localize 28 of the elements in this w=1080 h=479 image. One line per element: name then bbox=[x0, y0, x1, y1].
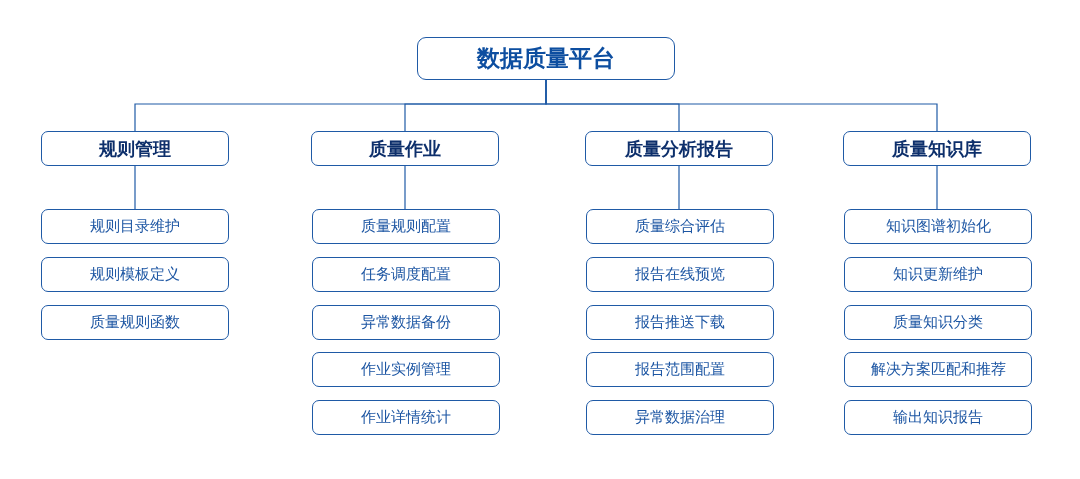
connector-line bbox=[404, 165, 406, 210]
item-box: 规则模板定义 bbox=[41, 257, 229, 292]
item-box: 报告范围配置 bbox=[586, 352, 774, 387]
item-box: 质量规则函数 bbox=[41, 305, 229, 340]
item-box: 知识图谱初始化 bbox=[844, 209, 1032, 244]
category-box: 质量分析报告 bbox=[585, 131, 773, 166]
connector-line bbox=[134, 165, 136, 210]
item-box: 质量综合评估 bbox=[586, 209, 774, 244]
item-box: 作业详情统计 bbox=[312, 400, 500, 435]
root-box: 数据质量平台 bbox=[417, 37, 675, 80]
category-box: 规则管理 bbox=[41, 131, 229, 166]
item-box: 异常数据治理 bbox=[586, 400, 774, 435]
item-box: 报告推送下载 bbox=[586, 305, 774, 340]
item-box: 解决方案匹配和推荐 bbox=[844, 352, 1032, 387]
item-box: 质量知识分类 bbox=[844, 305, 1032, 340]
connector-line bbox=[936, 165, 938, 210]
connector-line bbox=[678, 165, 680, 210]
category-box: 质量知识库 bbox=[843, 131, 1031, 166]
item-box: 报告在线预览 bbox=[586, 257, 774, 292]
item-box: 规则目录维护 bbox=[41, 209, 229, 244]
connector-line bbox=[545, 79, 938, 132]
item-box: 质量规则配置 bbox=[312, 209, 500, 244]
category-box: 质量作业 bbox=[311, 131, 499, 166]
item-box: 任务调度配置 bbox=[312, 257, 500, 292]
item-box: 输出知识报告 bbox=[844, 400, 1032, 435]
item-box: 知识更新维护 bbox=[844, 257, 1032, 292]
item-box: 作业实例管理 bbox=[312, 352, 500, 387]
item-box: 异常数据备份 bbox=[312, 305, 500, 340]
